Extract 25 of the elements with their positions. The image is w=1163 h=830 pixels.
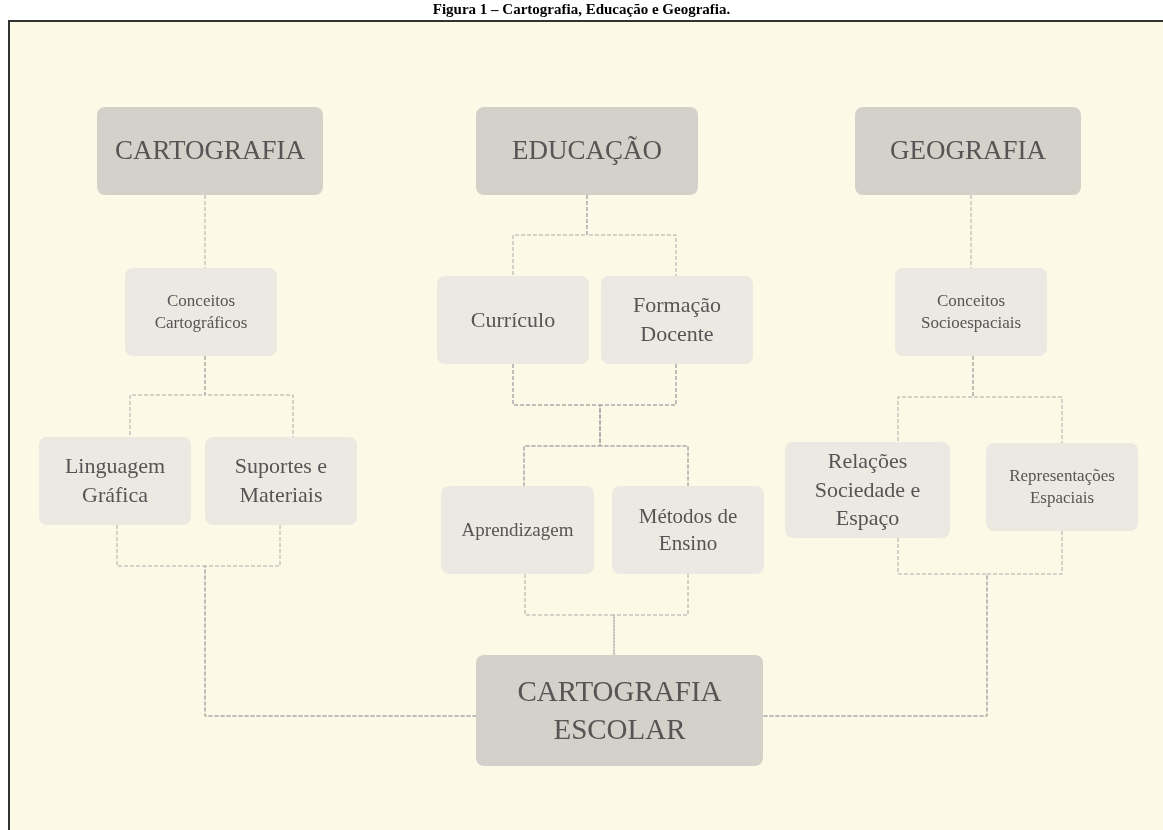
connector-line <box>204 524 477 717</box>
connector-line <box>204 194 206 269</box>
main-topic-box: GEOGRAFIA <box>855 107 1081 195</box>
subtopic-box: Suportes e Materiais <box>205 437 357 525</box>
connector-line <box>599 363 689 487</box>
subtopic-box: Formação Docente <box>601 276 753 364</box>
main-topic-box: CARTOGRAFIA ESCOLAR <box>476 655 763 766</box>
figure-title: Figura 1 – Cartografia, Educação e Geografia. <box>431 0 732 18</box>
subtopic-box: Relações Sociedade e Espaço <box>785 442 950 538</box>
subtopic-box: Métodos de Ensino <box>612 486 764 574</box>
subtopic-box: Aprendizagem <box>441 486 594 574</box>
connector-line <box>762 530 1063 717</box>
connector-line <box>586 194 677 277</box>
subtopic-box: Representações Espaciais <box>986 443 1138 531</box>
main-topic-box: EDUCAÇÃO <box>476 107 698 195</box>
connector-line <box>204 355 294 438</box>
connector-line <box>524 573 615 656</box>
subtopic-box: Linguagem Gráfica <box>39 437 191 525</box>
subtopic-box: Currículo <box>437 276 589 364</box>
connector-line <box>972 355 1063 444</box>
subtopic-box: Conceitos Socioespaciais <box>895 268 1047 356</box>
subtopic-box: Conceitos Cartográficos <box>125 268 277 356</box>
connector-line <box>613 573 689 656</box>
connector-line <box>970 194 972 269</box>
main-topic-box: CARTOGRAFIA <box>97 107 323 195</box>
